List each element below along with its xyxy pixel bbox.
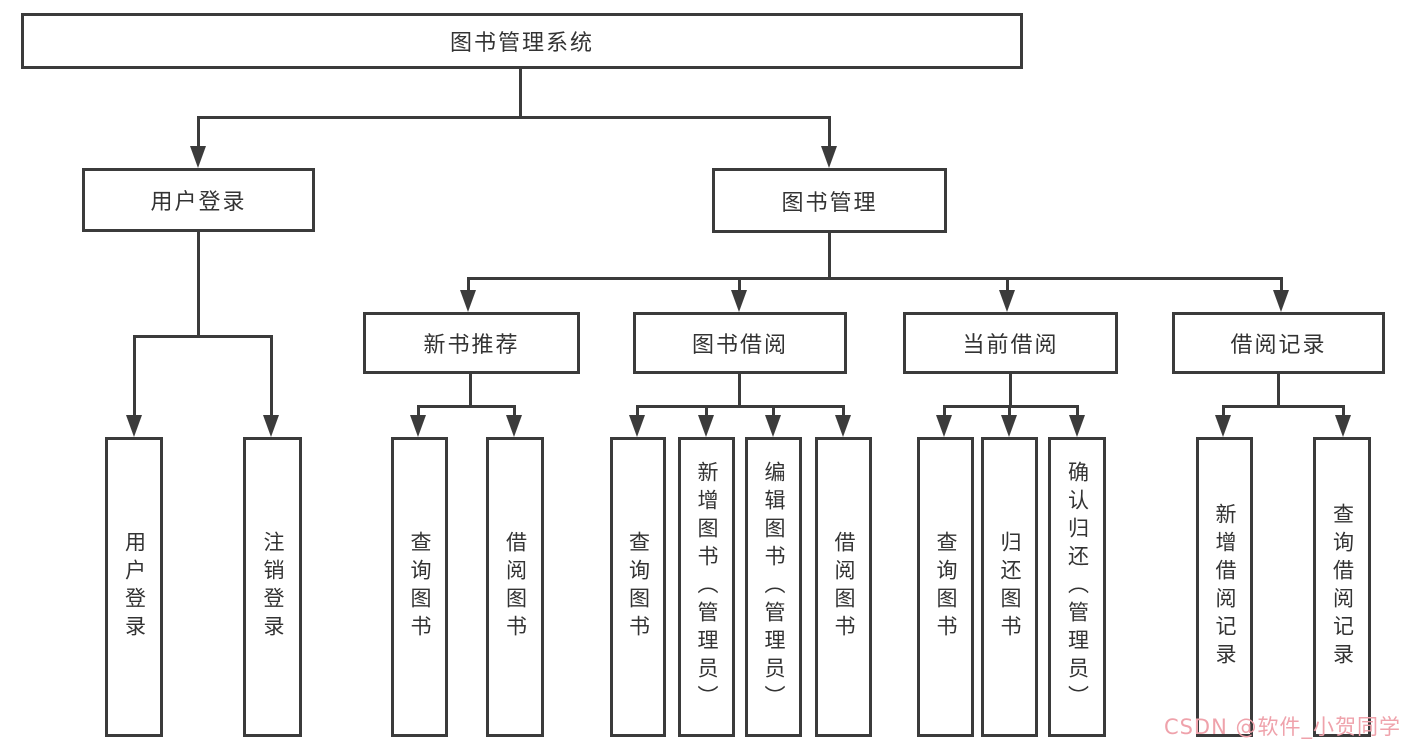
connector-line	[133, 335, 136, 417]
arrowhead-down-icon	[835, 415, 851, 437]
node-label: 借阅图书	[832, 531, 856, 643]
node-query-books-borrowing: 查询图书	[610, 437, 666, 737]
node-label: 用户登录	[150, 190, 247, 215]
connector-line	[636, 405, 639, 419]
node-add-borrow-record: 新增借阅记录	[1196, 437, 1253, 737]
arrowhead-down-icon	[999, 290, 1015, 312]
arrowhead-down-icon	[410, 415, 426, 437]
connector-line	[1222, 405, 1225, 419]
node-confirm-return-admin: 确认归还（管理员）	[1048, 437, 1106, 737]
connector-line	[1222, 405, 1344, 408]
node-query-borrow-record: 查询借阅记录	[1313, 437, 1371, 737]
node-label: 图书管理	[781, 190, 878, 216]
node-edit-books-admin: 编辑图书（管理员）	[745, 437, 802, 737]
connector-line	[467, 277, 470, 293]
connector-line	[519, 69, 522, 118]
connector-line	[828, 233, 831, 279]
connector-line	[513, 405, 516, 419]
node-query-books-current: 查询图书	[917, 437, 974, 737]
arrowhead-down-icon	[190, 146, 206, 168]
node-add-books-admin: 新增图书（管理员）	[678, 437, 735, 737]
node-label: 借阅图书	[503, 531, 528, 643]
arrowhead-down-icon	[1215, 415, 1231, 437]
node-borrow-books-recommendation: 借阅图书	[486, 437, 544, 737]
connector-line	[1008, 405, 1011, 419]
node-label: 查询借阅记录	[1330, 503, 1355, 671]
connector-line	[1342, 405, 1345, 419]
node-current-borrowing: 当前借阅	[903, 312, 1118, 374]
arrowhead-down-icon	[698, 415, 714, 437]
node-label: 图书借阅	[691, 333, 788, 358]
connector-line	[197, 116, 831, 119]
connector-line	[842, 405, 845, 419]
node-label: 编辑图书（管理员）	[762, 461, 786, 713]
node-new-book-recommendation: 新书推荐	[363, 312, 580, 374]
connector-line	[943, 405, 1079, 408]
node-borrow-books-leaf: 借阅图书	[815, 437, 872, 737]
arrowhead-down-icon	[263, 415, 279, 437]
connector-line	[417, 405, 420, 419]
node-label: 当前借阅	[962, 333, 1059, 358]
node-borrowing-records: 借阅记录	[1172, 312, 1385, 374]
node-query-books-recommendation: 查询图书	[391, 437, 448, 737]
arrowhead-down-icon	[936, 415, 952, 437]
arrowhead-down-icon	[506, 415, 522, 437]
connector-line	[828, 116, 831, 148]
node-label: 图书管理系统	[449, 31, 594, 56]
arrowhead-down-icon	[629, 415, 645, 437]
arrowhead-down-icon	[765, 415, 781, 437]
csdn-watermark: CSDN @软件_小贺同学	[1163, 715, 1401, 739]
node-label: 注销登录	[261, 531, 285, 643]
node-logout-leaf: 注销登录	[243, 437, 302, 737]
arrowhead-down-icon	[1273, 290, 1289, 312]
node-label: 查询图书	[934, 531, 958, 643]
node-user-login: 用户登录	[82, 168, 315, 232]
connector-line	[738, 277, 741, 293]
node-label: 用户登录	[122, 531, 147, 643]
connector-line	[467, 277, 1283, 280]
connector-line	[197, 232, 200, 338]
arrowhead-down-icon	[1001, 415, 1017, 437]
node-label: 查询图书	[626, 531, 651, 643]
connector-line	[417, 405, 516, 408]
node-return-books: 归还图书	[981, 437, 1038, 737]
node-user-login-leaf: 用户登录	[105, 437, 163, 737]
arrowhead-down-icon	[731, 290, 747, 312]
node-label: 新书推荐	[423, 333, 520, 358]
connector-line	[772, 405, 775, 419]
connector-line	[270, 335, 273, 417]
node-library-management-system: 图书管理系统	[21, 13, 1023, 69]
connector-line	[636, 405, 844, 408]
node-book-management: 图书管理	[712, 168, 947, 233]
connector-line	[738, 374, 741, 408]
connector-line	[133, 335, 273, 338]
node-label: 新增图书（管理员）	[695, 461, 719, 713]
connector-line	[1280, 277, 1283, 293]
node-label: 确认归还（管理员）	[1065, 461, 1090, 713]
arrowhead-down-icon	[126, 415, 142, 437]
connector-line	[1076, 405, 1079, 419]
connector-line	[943, 405, 946, 419]
arrowhead-down-icon	[460, 290, 476, 312]
connector-line	[469, 374, 472, 408]
connector-line	[197, 116, 200, 148]
connector-line	[705, 405, 708, 419]
node-label: 归还图书	[998, 531, 1022, 643]
arrowhead-down-icon	[1069, 415, 1085, 437]
connector-line	[1277, 374, 1280, 408]
arrowhead-down-icon	[821, 146, 837, 168]
node-label: 新增借阅记录	[1213, 503, 1237, 671]
node-label: 查询图书	[408, 531, 432, 643]
node-label: 借阅记录	[1230, 333, 1327, 358]
node-book-borrowing: 图书借阅	[633, 312, 847, 374]
connector-line	[1009, 374, 1012, 408]
connector-line	[1006, 277, 1009, 293]
arrowhead-down-icon	[1335, 415, 1351, 437]
